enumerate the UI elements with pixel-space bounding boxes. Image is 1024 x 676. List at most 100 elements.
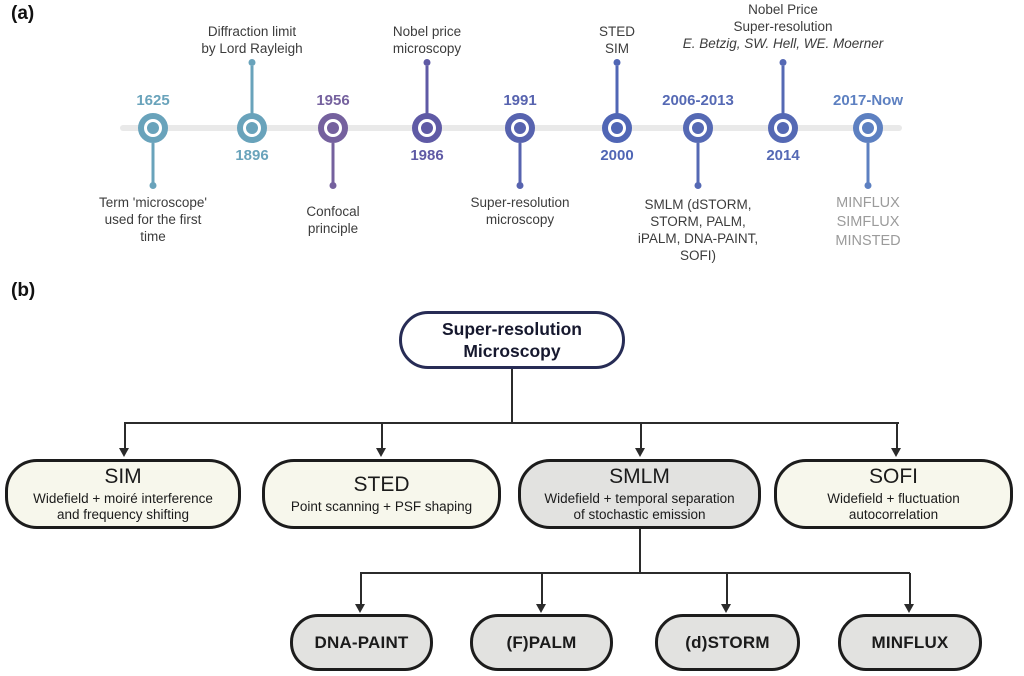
flowchart-box-minflux: MINFLUX — [838, 614, 982, 671]
connector-rail-level3 — [360, 572, 910, 574]
box-subtitle: Widefield + fluctuation autocorrelation — [827, 490, 960, 522]
timeline-event-label: Diffraction limit by Lord Rayleigh — [201, 24, 303, 56]
connector-stem-sted — [381, 423, 383, 449]
box-title: SOFI — [868, 465, 918, 489]
timeline-year: 2006-2013 — [662, 92, 734, 109]
timeline-marker-dot — [327, 122, 339, 134]
timeline-stem-dot — [329, 182, 337, 189]
arrow-down-icon — [721, 604, 731, 613]
timeline-stem-dot — [248, 59, 256, 66]
timeline-stem — [866, 143, 870, 185]
timeline-stem-dot — [516, 182, 524, 189]
timeline-marker-icon — [412, 113, 442, 143]
timeline-stem-dot — [149, 182, 157, 189]
box-title: (d)STORM — [685, 632, 770, 652]
timeline-marker-icon — [602, 113, 632, 143]
flowchart-root-box: Super-resolution Microscopy — [399, 311, 625, 369]
timeline-marker-dot — [862, 122, 874, 134]
timeline-stem-dot — [864, 182, 872, 189]
timeline-event-label: Nobel Price Super-resolution — [733, 2, 833, 34]
box-subtitle: Widefield + moiré interference and frequ… — [33, 490, 213, 522]
timeline-event-1986: 1986 Nobel price microscopy — [339, 0, 515, 278]
connector-root-stem — [511, 369, 513, 423]
timeline-year: 1625 — [136, 92, 170, 109]
connector-stem-minflux — [909, 573, 911, 605]
timeline-marker-icon — [318, 113, 348, 143]
timeline-year: 1991 — [503, 92, 537, 109]
timeline-stem-dot — [694, 182, 702, 189]
arrow-down-icon — [355, 604, 365, 613]
timeline-laureates-label: E. Betzig, SW. Hell, WE. Moerner — [682, 36, 884, 51]
timeline-event-label: Nobel price microscopy — [392, 24, 462, 56]
timeline-event-1991: 1991 Super-resolution microscopy — [432, 0, 608, 278]
box-title: STED — [353, 473, 410, 497]
timeline-marker-dot — [421, 122, 433, 134]
timeline-marker-icon — [505, 113, 535, 143]
timeline-marker-icon — [683, 113, 713, 143]
connector-stem-fpalm — [541, 573, 543, 605]
box-subtitle: Widefield + temporal separation of stoch… — [544, 490, 735, 522]
box-title: (F)PALM — [506, 632, 577, 652]
timeline-event-2000: 2000 STED SIM — [529, 0, 705, 278]
flowchart-box-dna-paint: DNA-PAINT — [290, 614, 433, 671]
timeline-event-2006-2013: 2006-2013 SMLM (dSTORM, STORM, PALM, iPA… — [610, 0, 786, 278]
connector-stem-smlm — [640, 423, 642, 449]
box-subtitle: Point scanning + PSF shaping — [290, 498, 473, 514]
timeline-stem — [615, 66, 619, 114]
arrow-down-icon — [119, 448, 129, 457]
panel-a-label: (a) — [11, 3, 35, 24]
arrow-down-icon — [635, 448, 645, 457]
timeline-event-1625: 1625 Term 'microscope' used for the firs… — [65, 0, 241, 278]
connector-stem-dstorm — [726, 573, 728, 605]
timeline-marker-dot — [147, 122, 159, 134]
timeline-event-label: Confocal principle — [306, 204, 360, 236]
timeline-marker-dot — [692, 122, 704, 134]
timeline-stem — [151, 143, 155, 185]
flowchart-box-dstorm: (d)STORM — [655, 614, 800, 671]
arrow-down-icon — [904, 604, 914, 613]
flowchart-box-sim: SIM Widefield + moiré interference and f… — [5, 459, 241, 529]
box-title: DNA-PAINT — [314, 632, 409, 652]
connector-stem-sim — [124, 423, 126, 449]
timeline-year: 1986 — [410, 147, 444, 164]
box-title: MINFLUX — [871, 632, 949, 652]
timeline-marker-icon — [768, 113, 798, 143]
arrow-down-icon — [891, 448, 901, 457]
flowchart-box-sofi: SOFI Widefield + fluctuation autocorrela… — [774, 459, 1013, 529]
arrow-down-icon — [536, 604, 546, 613]
timeline-event-2017-now: 2017-Now MINFLUX SIMFLUX MINSTED — [780, 0, 956, 278]
timeline-year: 1896 — [235, 147, 269, 164]
timeline-stem — [331, 143, 335, 185]
timeline-stem — [781, 66, 785, 114]
arrow-down-icon — [376, 448, 386, 457]
timeline-marker-icon — [237, 113, 267, 143]
box-title: SIM — [104, 465, 142, 489]
timeline-event-label: Term 'microscope' used for the first tim… — [99, 195, 207, 244]
panel-b-label: (b) — [11, 280, 36, 301]
timeline-stem — [696, 143, 700, 185]
timeline-event-label: STED SIM — [598, 24, 635, 56]
timeline-stem-dot — [779, 59, 787, 66]
timeline-year: 2014 — [766, 147, 800, 164]
flowchart-box-smlm: SMLM Widefield + temporal separation of … — [518, 459, 761, 529]
timeline-marker-dot — [514, 122, 526, 134]
flowchart-box-fpalm: (F)PALM — [470, 614, 613, 671]
connector-stem-sofi — [896, 423, 898, 449]
connector-stem-dna-paint — [360, 573, 362, 605]
timeline-event-label: Super-resolution microscopy — [470, 195, 570, 227]
timeline-marker-dot — [777, 122, 789, 134]
timeline-year: 2017-Now — [832, 92, 904, 109]
flowchart-box-sted: STED Point scanning + PSF shaping — [262, 459, 501, 529]
timeline-marker-dot — [246, 122, 258, 134]
timeline-marker-icon — [138, 113, 168, 143]
connector-rail-level2 — [124, 422, 899, 424]
timeline-marker-icon — [853, 113, 883, 143]
timeline-year: 2000 — [600, 147, 634, 164]
timeline-year: 1956 — [316, 92, 350, 109]
timeline-stem-dot — [423, 59, 431, 66]
box-title: SMLM — [609, 465, 670, 489]
timeline-stem-dot — [613, 59, 621, 66]
timeline-marker-dot — [611, 122, 623, 134]
timeline-stem — [425, 66, 429, 114]
